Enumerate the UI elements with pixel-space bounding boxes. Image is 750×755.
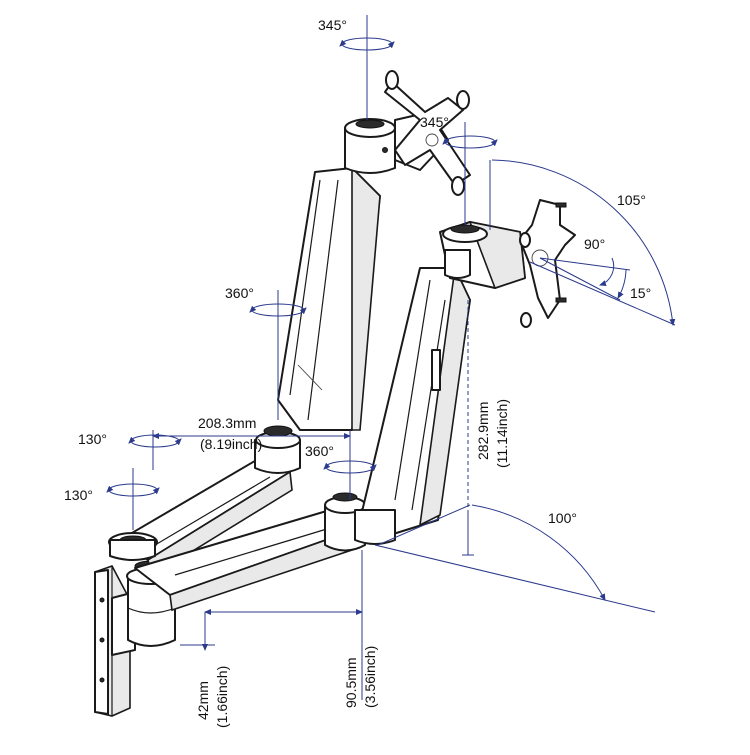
label-span-in: (8.19inch) xyxy=(200,436,262,452)
label-wall-in: (1.66inch) xyxy=(214,666,230,728)
label-span-mm: 208.3mm xyxy=(198,415,256,431)
rotation-indicators xyxy=(106,15,498,530)
tilt-angle-indicator xyxy=(489,159,676,326)
label-tilt-90: 90° xyxy=(584,236,605,252)
label-rot-upper: 360° xyxy=(225,285,254,301)
label-offset-mm: 90.5mm xyxy=(343,657,359,708)
label-height-mm: 282.9mm xyxy=(475,402,491,460)
label-rot-head: 345° xyxy=(420,114,449,130)
wall-plate xyxy=(94,565,136,717)
label-tilt-105: 105° xyxy=(617,192,646,208)
label-height-in: (11.14inch) xyxy=(494,399,510,468)
upper-right-arm xyxy=(354,265,471,545)
swing-angle-indicator xyxy=(374,504,656,613)
top-head xyxy=(344,70,471,196)
upper-left-arm xyxy=(277,166,381,431)
label-rot-mid: 360° xyxy=(305,443,334,459)
dimension-lines xyxy=(152,300,474,700)
label-wall-mm: 42mm xyxy=(195,681,211,720)
label-swing-100: 100° xyxy=(548,510,577,526)
middle-arm xyxy=(134,492,366,612)
label-rot-top: 345° xyxy=(318,17,347,33)
label-rot-130-bottom: 130° xyxy=(64,487,93,503)
label-tilt-15: 15° xyxy=(630,285,651,301)
label-rot-130-top: 130° xyxy=(78,431,107,447)
label-offset-in: (3.56inch) xyxy=(362,646,378,708)
